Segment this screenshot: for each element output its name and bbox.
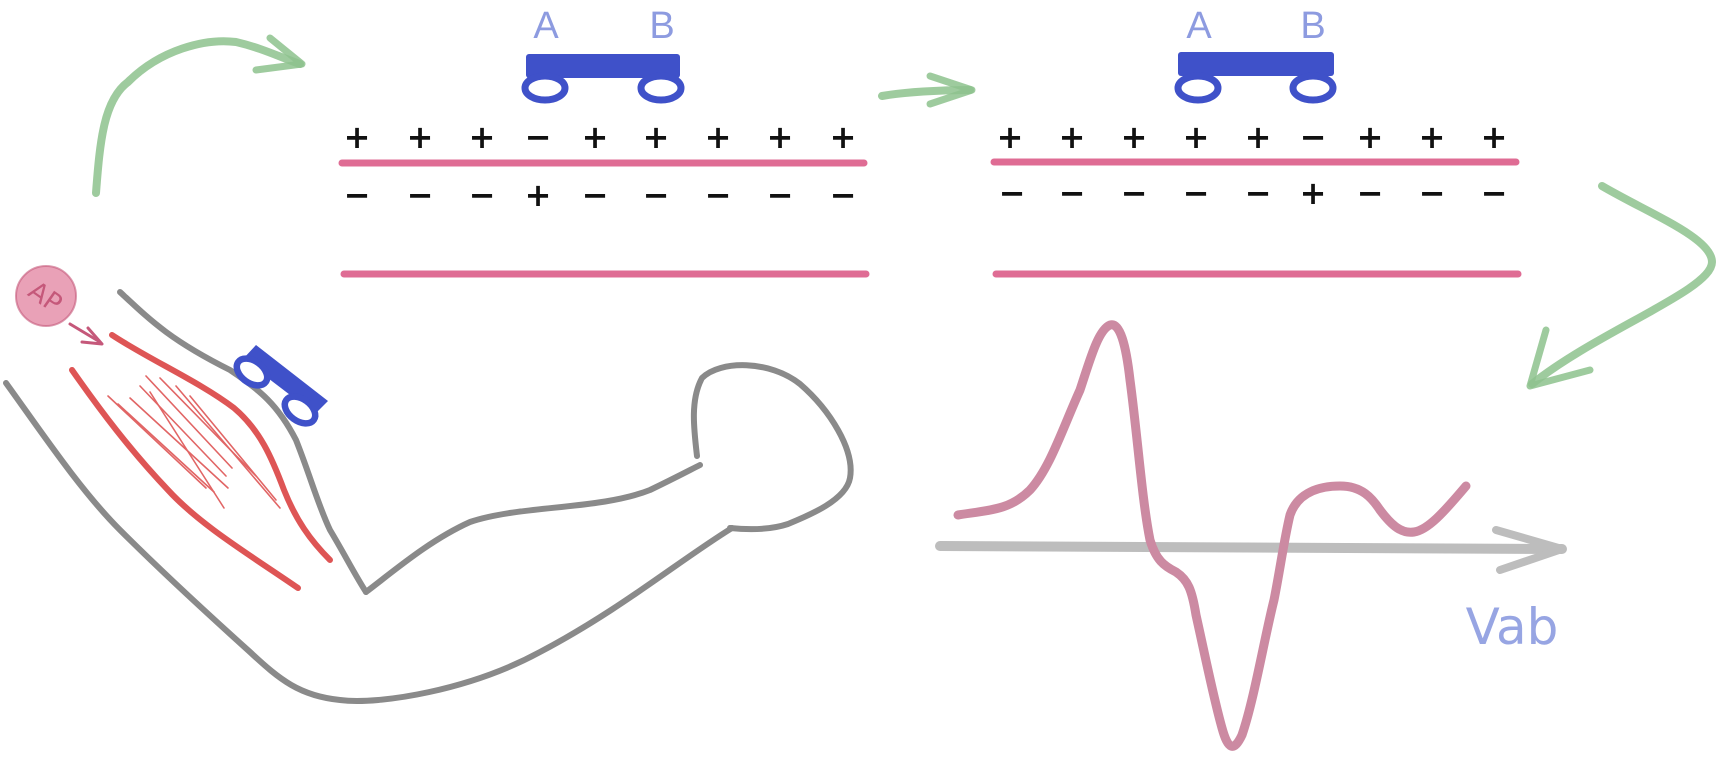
ap-stamp-icon [16,266,76,326]
electrode-b-label: B [649,5,674,47]
vab-axis-label: Vab [1466,598,1559,656]
charge: − [469,176,496,214]
charge: + [1481,118,1508,156]
electrode-pair: A B [521,5,685,104]
vab-signal [953,320,1471,751]
charge: + [469,118,496,156]
charge: + [1059,118,1086,156]
charge: − [1183,174,1210,212]
charge: − [407,176,434,214]
charge: + [997,118,1024,156]
charge: + [830,118,857,156]
charge: − [1059,174,1086,212]
electrode-pair: A B [1174,5,1337,104]
electrode-b-label: B [1300,5,1325,47]
arm-illustration [3,289,854,704]
charge: + [705,118,732,156]
charge: − [1419,174,1446,212]
charge: + [344,118,371,156]
waveform-plot: Vab [935,320,1567,751]
charge: − [582,176,609,214]
charge: − [999,174,1026,212]
electrode-a-label: A [533,5,559,47]
charge: − [1121,174,1148,212]
skin-electrode [233,345,328,427]
charge: + [525,176,552,214]
charge: + [1419,118,1446,156]
charge: + [1121,118,1148,156]
charge: − [1300,118,1327,156]
charge: − [830,176,857,214]
electrode-a-label: A [1186,5,1212,47]
charge: + [582,118,609,156]
charge: + [767,118,794,156]
charge: − [525,118,552,156]
charge: − [767,176,794,214]
flow-arrow-3 [1526,182,1716,390]
charge-row-top: + + + + + − + + + [997,118,1508,156]
charge: + [407,118,434,156]
time-axis [935,541,1567,554]
charge: − [1481,174,1508,212]
charge-row-bottom: − − − + − − − − − [344,176,857,214]
flow-arrow-2 [878,72,976,108]
flow-arrow-1 [92,34,306,197]
charge: − [705,176,732,214]
charge: − [1357,174,1384,212]
charge: − [643,176,670,214]
charge: − [1245,174,1272,212]
charge: + [1357,118,1384,156]
charge-row-bottom: − − − − − + − − − [999,174,1508,212]
charge-row-top: + + + − + + + + + [344,118,857,156]
axis-arrowhead [1492,526,1566,574]
charge: + [1300,174,1327,212]
charge: + [643,118,670,156]
membrane-panel-2: A B + + + + + − + + + − − − − − + − − − [990,5,1522,278]
membrane-panel-1: A B + + + − + + + + + − − − + − − − − − [338,5,870,278]
charge: − [344,176,371,214]
ap-marker: AP [15,265,104,346]
charge: + [1183,118,1210,156]
charge: + [1245,118,1272,156]
